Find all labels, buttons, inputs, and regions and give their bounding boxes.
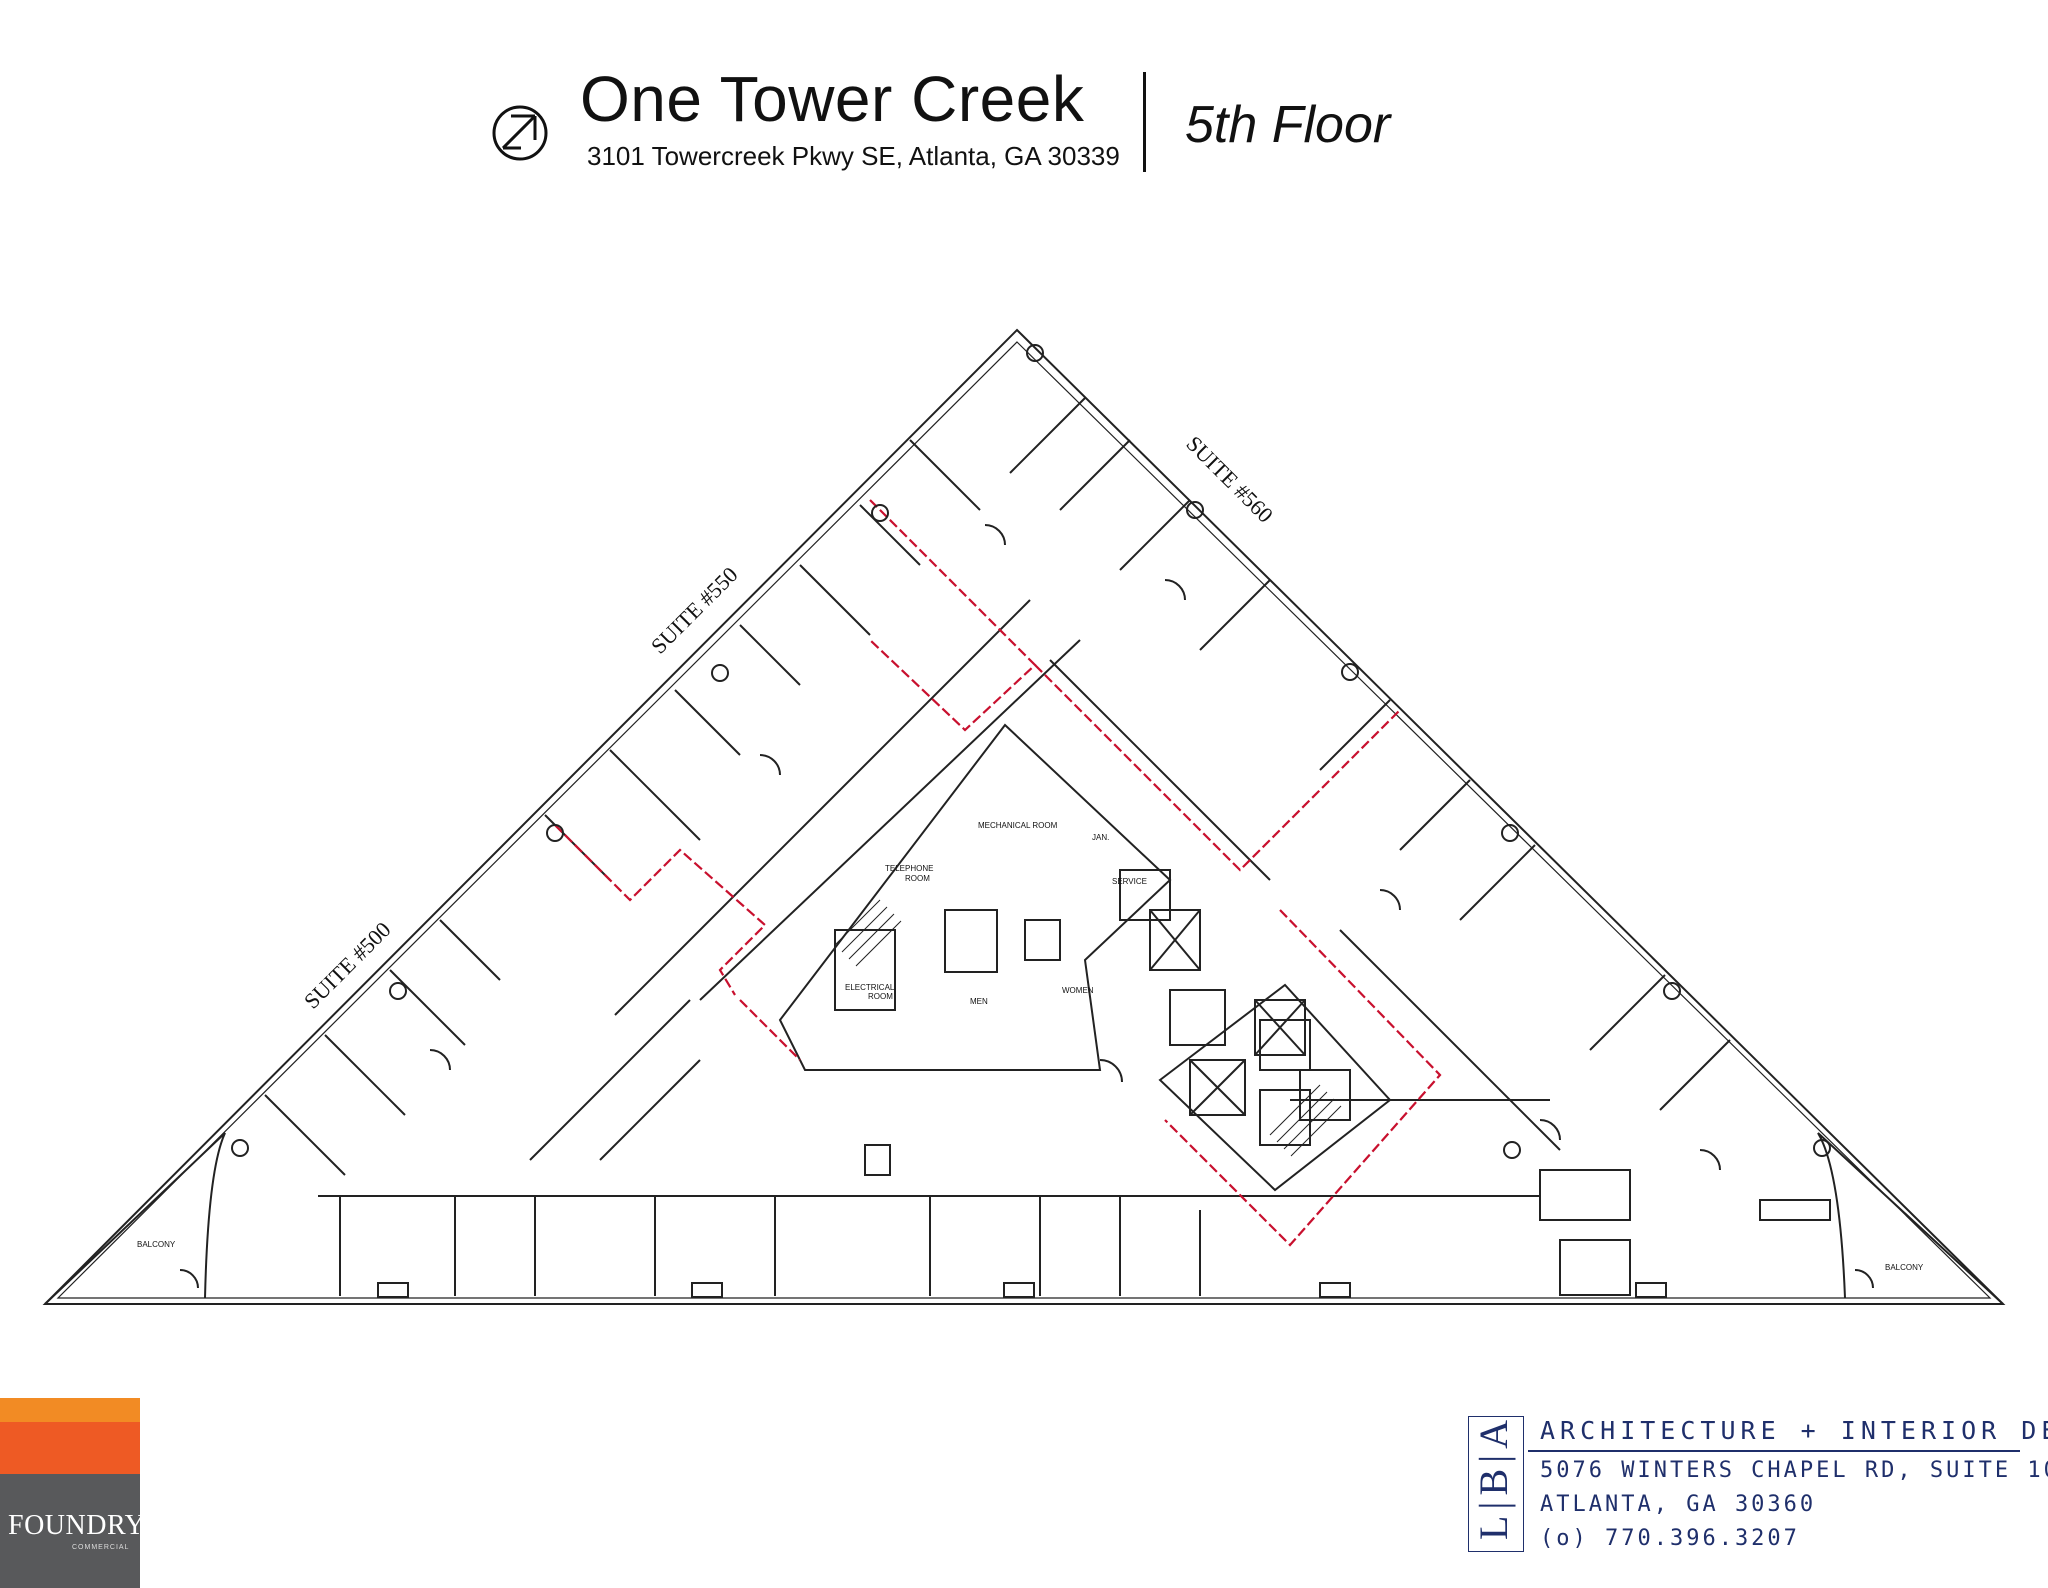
suite-label-550: SUITE #550 (646, 562, 743, 659)
lba-logo-letters: L|B|A (1471, 1413, 1516, 1540)
building-outline (42, 328, 2006, 1305)
room-label-telephone-room: ROOM (905, 874, 930, 883)
building-logo-icon (492, 105, 548, 161)
lba-logo-box (1468, 1416, 1524, 1552)
foundry-sub: COMMERCIAL (72, 1544, 130, 1551)
header-divider (1143, 72, 1146, 172)
room-label-service: SERVICE (1112, 877, 1147, 886)
demising-line-3 (1034, 664, 1401, 872)
lba-rule (1528, 1450, 2020, 1452)
room-label-electrical: ELECTRICAL (845, 983, 895, 992)
demising-line-1 (554, 824, 767, 996)
lba-phone: (o) 770.396.3207 (1540, 1526, 1800, 1551)
building-address: 3101 Towercreek Pkwy SE, Atlanta, GA 303… (587, 141, 1120, 171)
room-label-balcony-right: BALCONY (1885, 1263, 1924, 1272)
room-label-telephone: TELEPHONE (885, 864, 933, 873)
lba-address-line-1: 5076 WINTERS CHAPEL RD, SUITE 100 (1540, 1458, 2048, 1483)
demising-line-4 (1164, 909, 1442, 1247)
foundry-logo: FOUNDRY COMMERCIAL (0, 1398, 145, 1588)
demising-line-2 (869, 499, 1037, 732)
demising-line-5 (739, 999, 801, 1061)
balcony-right (1817, 1132, 2004, 1305)
lba-heading: ARCHITECTURE + INTERIOR DESIGN (1540, 1416, 2048, 1445)
room-label-women: WOMEN (1062, 986, 1094, 995)
suite-label-560: SUITE #560 (1181, 431, 1278, 528)
room-label-jan: JAN. (1092, 833, 1109, 842)
core (778, 723, 1172, 1071)
foundry-name: FOUNDRY (8, 1510, 146, 1541)
lba-address-line-2: ATLANTA, GA 30360 (1540, 1492, 1817, 1517)
suite-label-500: SUITE #500 (299, 917, 396, 1014)
room-label-mechanical: MECHANICAL ROOM (978, 821, 1058, 830)
room-label-electrical-room: ROOM (868, 992, 893, 1001)
balcony-left (44, 1132, 226, 1305)
floor-label: 5th Floor (1185, 96, 1391, 154)
building-title: One Tower Creek (580, 63, 1085, 135)
room-label-men: MEN (970, 997, 988, 1006)
room-label-balcony-left: BALCONY (137, 1240, 176, 1249)
